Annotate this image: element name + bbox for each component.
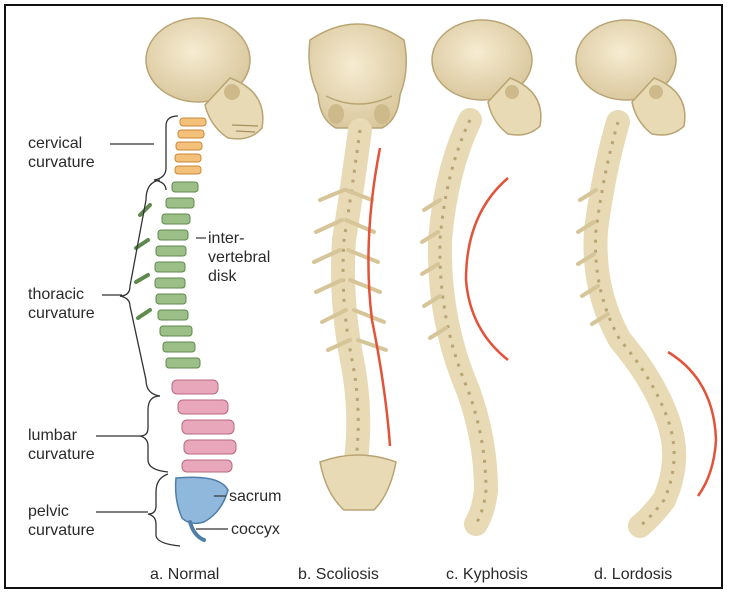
scoliosis-pelvis (320, 455, 396, 510)
pelvic-label-line-1: pelvic (28, 502, 95, 521)
lumbar-label-line-1: lumbar (28, 426, 95, 445)
pelvic-label-line-2: curvature (28, 521, 95, 540)
scoliosis-skull (309, 24, 406, 128)
cervical-curvature-label: cervical curvature (28, 134, 95, 172)
caption-lordosis: d. Lordosis (594, 566, 672, 584)
thoracic-label-line-2: curvature (28, 304, 95, 323)
normal-sacrum-coccyx (176, 477, 228, 540)
scoliosis-spine-figure (309, 24, 406, 510)
lordosis-vertebral-column (596, 122, 675, 526)
intervertebral-label-line-3: disk (208, 267, 270, 286)
lordosis-spine-figure (576, 20, 716, 526)
kyphosis-spine-figure (422, 20, 541, 524)
caption-kyphosis: c. Kyphosis (446, 566, 528, 584)
intervertebral-label-line-2: vertebral (208, 248, 270, 267)
caption-scoliosis: b. Scoliosis (298, 566, 379, 584)
kyphosis-vertebral-column (440, 120, 486, 524)
sacrum-label: sacrum (229, 487, 281, 506)
lumbar-label-line-2: curvature (28, 445, 95, 464)
lordosis-skull (576, 20, 685, 135)
thoracic-curvature-label: thoracic curvature (28, 285, 95, 323)
kyphosis-skull (432, 20, 541, 135)
kyphosis-curve-marker (466, 178, 508, 360)
normal-lumbar-vertebrae (172, 380, 236, 472)
caption-normal: a. Normal (150, 566, 219, 584)
pelvic-curvature-label: pelvic curvature (28, 502, 95, 540)
coccyx-label: coccyx (231, 520, 280, 539)
scoliosis-curve-marker (368, 148, 390, 446)
lumbar-curvature-label: lumbar curvature (28, 426, 95, 464)
intervertebral-label-line-1: inter- (208, 229, 270, 248)
intervertebral-disk-label: inter- vertebral disk (208, 229, 270, 286)
normal-thoracic-vertebrae (136, 182, 200, 368)
cervical-label-line-2: curvature (28, 153, 95, 172)
cervical-label-line-1: cervical (28, 134, 95, 153)
normal-cervical-vertebrae (175, 118, 206, 174)
thoracic-label-line-1: thoracic (28, 285, 95, 304)
